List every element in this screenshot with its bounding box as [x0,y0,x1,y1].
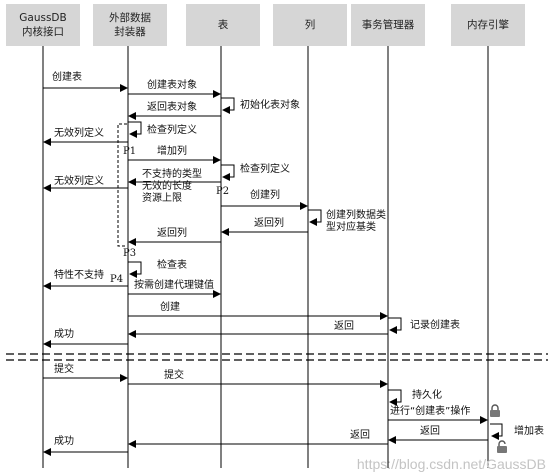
lock-icon [490,404,500,417]
self-check-col-def-1 [128,121,142,138]
label-invalid-col-def-2: 无效列定义 [54,176,104,187]
label-unsupported-type: 不支持的类型 无效的长度 资源上限 [142,169,202,204]
marker-p3: P3 [123,248,137,259]
self-check-col-def-2 [221,164,235,181]
label-return-1: 返回 [334,321,354,332]
label-return-2: 返回 [420,426,440,437]
label-create-table: 创建表 [52,72,82,83]
self-check-table [128,261,142,278]
actor-txn-manager: 事务管理器 [351,4,425,46]
label-return-3: 返回 [350,430,370,441]
marker-p4: P4 [110,274,124,285]
actor-table: 表 [186,4,260,46]
label-do-create-table: 进行“创建表”操作 [390,406,471,417]
actor-wrapper: 外部数据 封装器 [93,4,167,46]
label-return-column-2: 返回列 [157,228,187,239]
self-persist [388,389,402,406]
label-invalid-col-def-1: 无效列定义 [54,128,104,139]
label-create-col-data-type: 创建列数据类 型对应基类 [326,210,386,233]
marker-p1: P1 [123,146,137,157]
unlock-icon [497,440,507,453]
label-check-table: 检查表 [157,260,187,271]
loop-frame [117,123,127,247]
watermark: https://blog.csdn.net/GaussDB [356,456,546,472]
label-surrogate-key: 按需创建代理键值 [134,280,214,291]
label-feature-unsupported: 特性不支持 [54,270,104,281]
label-create-table-object: 创建表对象 [147,80,197,91]
actor-gaussdb: GaussDB 内核接口 [6,4,80,46]
self-create-col-type [308,209,322,226]
label-check-col-def-2: 检查列定义 [240,164,290,175]
label-create-column: 创建列 [250,190,280,201]
self-init-table-object [221,97,235,114]
label-return-column-1: 返回列 [254,218,284,229]
label-init-table-object: 初始化表对象 [240,100,300,111]
label-add-table: 增加表 [514,426,544,437]
marker-p2: P2 [216,186,230,197]
label-success-1: 成功 [54,329,74,340]
label-add-column: 增加列 [157,146,187,157]
label-record-create: 记录创建表 [410,320,460,331]
label-success-2: 成功 [54,436,74,447]
label-persist: 持久化 [412,390,442,401]
label-return-table-object: 返回表对象 [147,102,197,113]
actor-column: 列 [273,4,347,46]
self-record-create [388,317,402,334]
actor-memory-engine: 内存引擎 [451,4,525,46]
label-commit-2: 提交 [164,370,184,381]
label-create: 创建 [160,302,180,313]
label-commit-1: 提交 [54,364,74,375]
self-add-table [490,423,503,440]
label-check-col-def-1: 检查列定义 [147,125,197,136]
